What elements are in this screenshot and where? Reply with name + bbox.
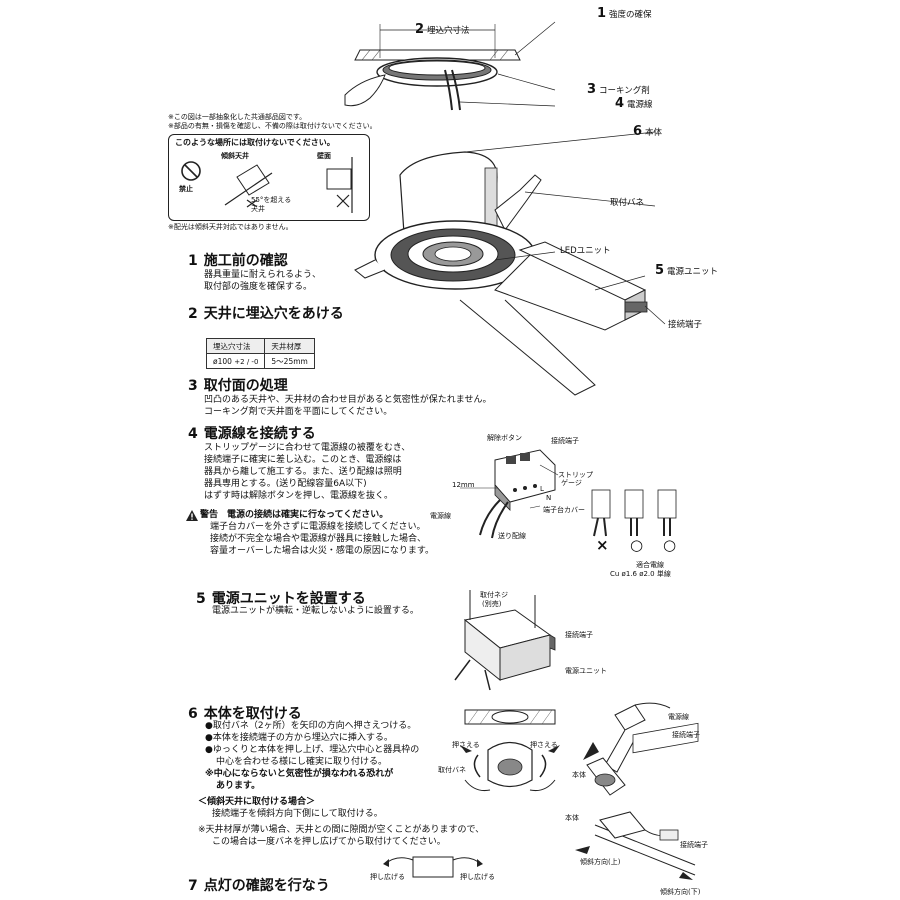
th-hole: 埋込穴寸法 — [205, 338, 266, 354]
s6-note-2: この場合は一度バネを押し広げてから取付けてください。 — [212, 837, 446, 847]
s4-line-2: 接続端子に確実に差し込む。このとき、電源線は — [204, 455, 402, 465]
note-1: ※この図は一部抽象化した共通部品図です。 — [168, 113, 307, 121]
x-mark: × — [596, 536, 609, 554]
wall-label: 壁面 — [317, 152, 331, 160]
s6-terminal-1-label: 接続端子 — [672, 731, 700, 739]
s4-line-1: ストリップゲージに合わせて電源線の被覆をむき、 — [204, 443, 411, 453]
l-label: L — [540, 485, 544, 493]
s5-line-1: 電源ユニットが横転・逆転しないように設置する。 — [212, 606, 419, 616]
strip-label: ストリップ — [558, 471, 593, 479]
spring-label-s6: 取付バネ — [438, 766, 466, 774]
s6-line-2: ●本体を接続端子の方から埋込穴に挿入する。 — [205, 733, 393, 743]
power-unit-diagram — [454, 590, 556, 691]
spread-spring-diagram — [383, 856, 483, 878]
warning-box: このような場所には取付けないでください。 傾斜天井 壁面 禁止 55°を超える … — [168, 134, 370, 221]
press-left-label: 押さえる — [452, 741, 480, 749]
warning-footnote: ※配光は傾斜天井対応ではありません。 — [168, 223, 293, 231]
s5-unit-label: 電源ユニット — [565, 667, 607, 675]
s6-note-1: ※天井材厚が薄い場合、天井との間に隙間が空くことがありますので、 — [198, 825, 485, 835]
gauge-label: ゲージ — [561, 479, 582, 487]
note-2: ※部品の有無・損傷を確認し、不備の際は取付けないでください。 — [168, 122, 377, 130]
s4-terminal-label: 接続端子 — [551, 437, 579, 445]
power-wire-label: 電源線 — [430, 512, 451, 520]
led-label: LEDユニット — [560, 246, 611, 256]
s4-warn-3: 容量オーバーした場合は火災・感電の原因になります。 — [210, 546, 435, 556]
wire-spec-2: Cu ø1.6 ø2.0 単線 — [610, 570, 671, 578]
s6-sub-title: ＜傾斜天井に取付ける場合＞ — [198, 797, 316, 807]
s4-line-5: はずす時は解除ボタンを押し、電源線を抜く。 — [204, 491, 394, 501]
th-thickness: 天井材厚 — [264, 338, 315, 354]
s3-line-1: 凹凸のある天井や、天井材の合わせ目があると気密性が保たれません。 — [204, 395, 492, 405]
td-hole: ø100 +2 / -0 — [205, 353, 266, 369]
release-button-label: 解除ボタン — [487, 434, 522, 442]
s6-terminal-2-label: 接続端子 — [680, 841, 708, 849]
mm-label: 12mm — [452, 481, 475, 489]
s6-sub-line-1: 接続端子を傾斜方向下側にして取付ける。 — [212, 809, 383, 819]
s5-terminal-label: 接続端子 — [565, 631, 593, 639]
feed-wire-label: 送り配線 — [498, 532, 526, 540]
terminal-label: 接続端子 — [668, 320, 703, 330]
wire-spec-1: 適合電線 — [636, 561, 664, 569]
terminal-diagram — [460, 449, 677, 539]
prohibit-label: 禁止 — [179, 185, 193, 193]
slope-down-label: 傾斜方向(下) — [660, 888, 701, 896]
slope-up-label: 傾斜方向(上) — [580, 858, 621, 866]
fixture-main-diagram — [354, 131, 666, 396]
s6-power-wire-label: 電源線 — [668, 713, 689, 721]
warning-title: このような場所には取付けないでください。 — [175, 138, 335, 147]
s1-line-2: 取付部の強度を確保する。 — [204, 282, 313, 292]
warning-triangle-icon — [186, 510, 198, 521]
s6-line-1: ●取付バネ（2ヶ所）を矢印の方向へ押さえつける。 — [205, 721, 417, 731]
s4-line-4: 器具専用とする。(送り配線容量6A以下) — [204, 479, 367, 489]
s1-line-1: 器具重量に耐えられるよう、 — [204, 270, 322, 280]
td-thickness: 5〜25mm — [264, 353, 315, 369]
body-insert-diagram — [575, 702, 699, 880]
s4-warning-title: 警告 電源の接続は確実に行なってください。 — [200, 510, 389, 520]
prohibit-icon — [181, 161, 201, 181]
angle-label-2: 天井 — [251, 205, 265, 213]
push-left-label: 押し広げる — [370, 873, 405, 881]
angle-label: 55°を超える — [251, 196, 292, 204]
cover-label: 端子台カバー — [543, 506, 585, 514]
s6-line-4: 中心を合わせる様にし確実に取り付ける。 — [216, 757, 388, 767]
press-spring-diagram — [460, 709, 560, 791]
s6-line-3: ●ゆっくりと本体を押し上げ、埋込穴中心と器具枠の — [205, 745, 420, 755]
spring-label: 取付バネ — [610, 198, 645, 208]
o-mark-2: ○ — [663, 536, 677, 554]
s6-line-6: あります。 — [216, 781, 261, 791]
warning-illustrations — [181, 157, 353, 213]
push-right-label: 押し広げる — [460, 873, 495, 881]
s3-line-2: コーキング剤で天井面を平面にしてください。 — [204, 407, 393, 417]
s6-body-1-label: 本体 — [572, 771, 586, 779]
s4-warn-1: 端子台カバーを外さずに電源線を接続してください。 — [210, 522, 426, 532]
n-label: N — [546, 494, 552, 502]
s6-body-2-label: 本体 — [565, 814, 579, 822]
screw-label: 取付ネジ — [480, 591, 508, 599]
s4-warn-2: 接続が不完全な場合や電源線が器具に接触した場合、 — [210, 534, 427, 544]
top-ceiling-diagram — [344, 21, 556, 111]
s4-line-3: 器具から離して施工する。また、送り配線は照明 — [204, 467, 402, 477]
o-mark-1: ○ — [630, 536, 644, 554]
sloped-label: 傾斜天井 — [221, 152, 249, 160]
press-right-label: 押さえる — [530, 741, 558, 749]
s6-line-5: ※中心にならないと気密性が損なわれる恐れが — [205, 769, 394, 779]
screw-label-2: (別売) — [482, 600, 502, 608]
